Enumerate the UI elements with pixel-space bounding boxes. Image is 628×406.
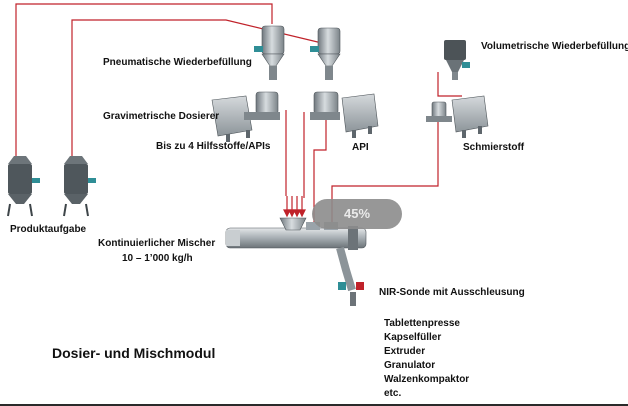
feed-line-outer — [15, 3, 273, 160]
feed-line-volumetric — [437, 72, 462, 97]
pneumatic-refill-unit-2 — [310, 27, 341, 80]
gravimetric-feeder-api — [310, 91, 379, 138]
label-pneumatic-refill: Pneumatische Wiederbefüllung — [103, 57, 252, 68]
product-feed-hopper-1 — [7, 156, 40, 217]
label-volumetric-refill: Volumetrische Wiederbefüllung — [481, 41, 628, 52]
label-continuous-mixer: Kontinuierlicher Mischer — [98, 238, 216, 249]
progress-badge: 45% — [312, 199, 402, 229]
destination-item: Tablettenpresse — [384, 318, 460, 329]
continuous-mixer — [225, 217, 367, 306]
gravimetric-feeder-1 — [211, 91, 280, 142]
label-api: API — [352, 142, 369, 153]
label-excipients: Bis zu 4 Hilfsstoffe/APIs — [156, 141, 271, 152]
gravimetric-feeder-lubricant — [426, 95, 489, 138]
pneumatic-refill-unit-1 — [254, 25, 285, 80]
destination-item: etc. — [384, 388, 402, 399]
product-feed-hopper-2 — [63, 156, 96, 217]
destination-list: Tablettenpresse Kapselfüller Extruder Gr… — [384, 318, 469, 402]
label-nir-probe: NIR-Sonde mit Ausschleusung — [379, 287, 525, 298]
destination-item: Granulator — [384, 360, 436, 371]
label-lubricant: Schmierstoff — [463, 142, 525, 153]
label-mixer-rate: 10 – 1’000 kg/h — [122, 253, 193, 264]
label-product-feed: Produktaufgabe — [10, 224, 87, 235]
feed-line-api — [313, 112, 327, 222]
destination-item: Walzenkompaktor — [384, 374, 470, 385]
arrow-group — [283, 196, 306, 218]
feed-line-inner — [71, 19, 327, 160]
module-title: Dosier- und Mischmodul — [52, 345, 216, 361]
volumetric-refill-unit — [444, 40, 470, 80]
destination-item: Kapselfüller — [384, 332, 442, 343]
label-gravimetric-feeders: Gravimetrische Dosierer — [103, 111, 220, 122]
destination-item: Extruder — [384, 346, 426, 357]
